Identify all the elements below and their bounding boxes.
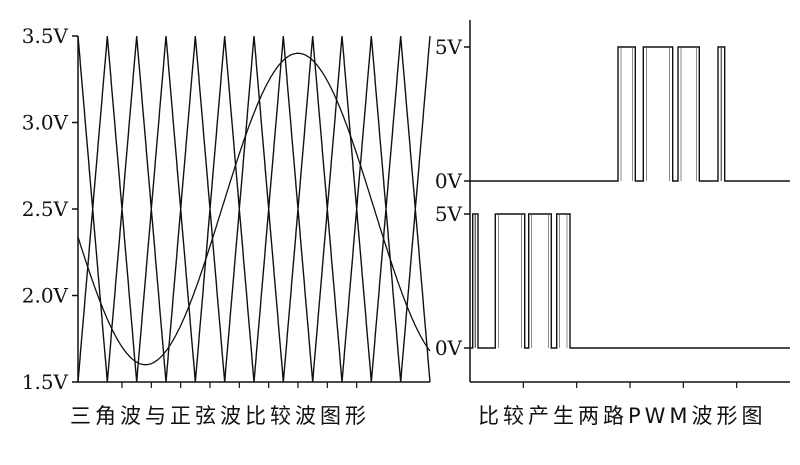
sine-wave-series <box>77 52 431 366</box>
triangle-wave-series <box>77 208 431 383</box>
left-y-tick-label: 3.5V <box>22 24 69 48</box>
right-panel-caption: 比较产生两路PWM波形图 <box>478 404 767 428</box>
left-y-tick-label: 3.0V <box>22 111 69 135</box>
pwm-lower-series <box>470 213 790 349</box>
pwm-upper-series <box>470 46 790 182</box>
triangle-wave-series <box>77 35 431 210</box>
pwm-panel: 5V 0V 5V 0V 比较产生两路PWM波形图 <box>435 20 790 428</box>
left-y-tick-label: 2.5V <box>22 197 69 221</box>
left-y-tick-label: 1.5V <box>22 370 69 394</box>
right-y-tick-label: 5V <box>435 202 463 226</box>
left-panel-caption: 三角波与正弦波比较波图形 <box>70 404 370 428</box>
right-y-tick-label: 0V <box>435 169 463 193</box>
triangle-sine-panel: 3.5V 3.0V 2.5V 2.0V 1.5V 三角波与正弦波比较波图形 <box>22 24 431 428</box>
left-y-tick-label: 2.0V <box>22 284 69 308</box>
right-y-tick-label: 5V <box>435 35 463 59</box>
right-y-tick-label: 0V <box>435 336 463 360</box>
